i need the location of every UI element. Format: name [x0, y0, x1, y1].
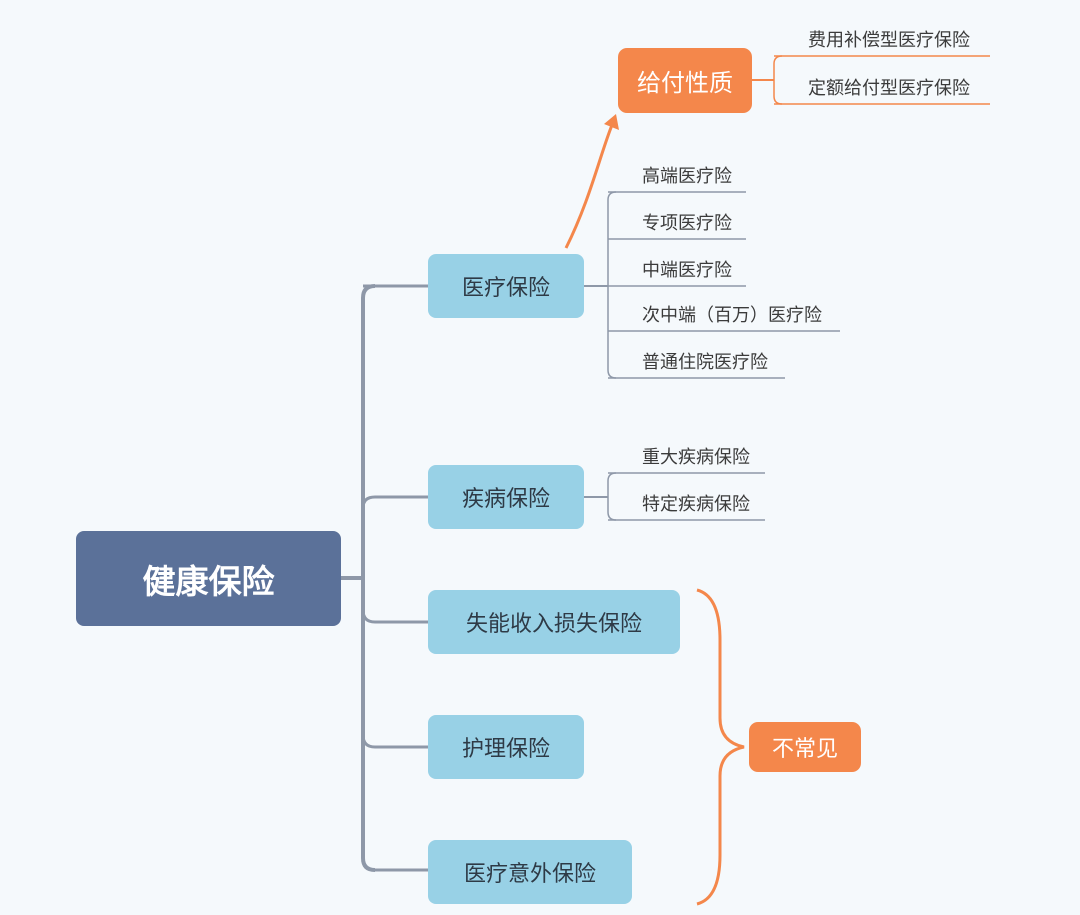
trunk-line — [361, 284, 376, 872]
leaf-mid-end-medical[interactable]: 中端医疗险 — [642, 260, 732, 281]
branch-node-medical-accident-insurance[interactable]: 医疗意外保险 — [428, 840, 632, 904]
root-label: 健康保险 — [142, 561, 275, 601]
leaf-expense-compensation[interactable]: 费用补偿型医疗保险 — [808, 30, 970, 51]
leaf-million-medical[interactable]: 次中端（百万）医疗险 — [642, 305, 822, 326]
leaf-critical-illness[interactable]: 重大疾病保险 — [642, 447, 750, 468]
leaf-fixed-benefit[interactable]: 定额给付型医疗保险 — [808, 78, 970, 99]
branch-node-disease-insurance[interactable]: 疾病保险 — [428, 465, 584, 529]
payment-nature-node[interactable]: 给付性质 — [618, 48, 752, 113]
uncommon-label: 不常见 — [771, 737, 838, 762]
branch-label: 医疗保险 — [461, 276, 550, 301]
branch-connector-disease — [361, 495, 428, 509]
disease-subtype-bracket — [607, 472, 617, 521]
leaf-regular-hospital-medical[interactable]: 普通住院医疗险 — [642, 352, 768, 373]
root-node[interactable]: 健康保险 — [76, 531, 341, 626]
leaf-high-end-medical[interactable]: 高端医疗险 — [642, 166, 732, 187]
branch-node-medical-insurance[interactable]: 医疗保险 — [428, 254, 584, 318]
branch-connector-disability — [361, 609, 428, 624]
uncommon-node[interactable]: 不常见 — [749, 722, 861, 772]
uncommon-brace — [696, 588, 745, 906]
payment-nature-arrow — [564, 124, 614, 249]
payment-nature-label: 给付性质 — [637, 69, 733, 97]
branch-label: 疾病保险 — [461, 487, 550, 512]
medical-subtype-bracket — [607, 191, 617, 379]
payment-bracket — [773, 55, 783, 105]
branch-node-nursing-insurance[interactable]: 护理保险 — [428, 715, 584, 779]
arrow-head — [604, 114, 619, 130]
branch-node-disability-income-insurance[interactable]: 失能收入损失保险 — [428, 590, 680, 654]
leaf-special-medical[interactable]: 专项医疗险 — [642, 213, 732, 234]
branch-label: 医疗意外保险 — [463, 862, 596, 887]
branch-label: 护理保险 — [461, 737, 550, 762]
leaf-specific-disease[interactable]: 特定疾病保险 — [642, 494, 750, 515]
branch-connector-nursing — [361, 734, 428, 749]
branch-label: 失能收入损失保险 — [465, 612, 642, 637]
